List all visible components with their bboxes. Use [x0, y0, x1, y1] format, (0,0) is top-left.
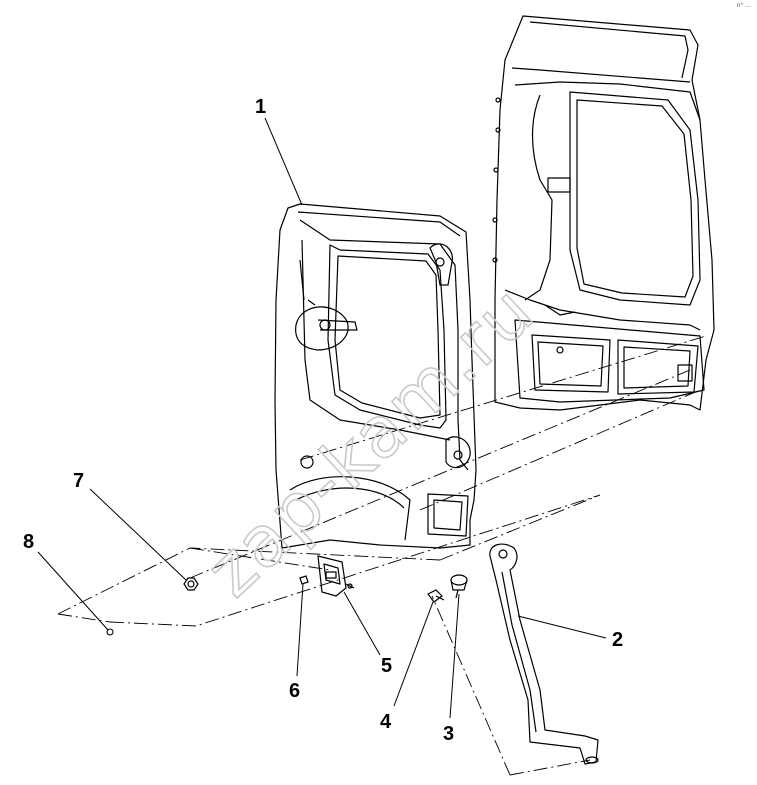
screw — [427, 589, 445, 603]
callout-7: 7 — [73, 470, 84, 492]
washer — [106, 628, 114, 636]
leader-6 — [296, 583, 304, 677]
callout-5: 5 — [381, 655, 392, 677]
handle-bracket — [317, 555, 355, 597]
screw-small — [299, 575, 309, 585]
leader-3 — [449, 593, 460, 719]
leader-2 — [517, 615, 607, 639]
door-frame — [492, 15, 715, 411]
callout-2: 2 — [612, 629, 623, 651]
leader-1 — [264, 117, 303, 206]
callout-labels: 1 2 3 4 5 6 7 8 — [23, 96, 623, 745]
leader-5 — [343, 591, 381, 656]
callout-6: 6 — [289, 680, 300, 702]
nut — [183, 577, 199, 591]
callout-4: 4 — [380, 711, 392, 733]
corner-mark: n° ... — [736, 2, 751, 9]
handle-bar — [489, 543, 599, 765]
callout-3: 3 — [443, 723, 454, 745]
assembly-lines — [57, 335, 707, 776]
plug — [450, 574, 468, 599]
door-trim-panel — [274, 203, 477, 549]
leader-8 — [37, 551, 109, 631]
leader-lines — [37, 117, 607, 719]
callout-8: 8 — [23, 531, 34, 553]
watermark: zap-kam.ru — [191, 269, 551, 612]
callout-1: 1 — [255, 96, 266, 118]
leader-7 — [89, 488, 187, 581]
leader-4 — [393, 601, 434, 707]
